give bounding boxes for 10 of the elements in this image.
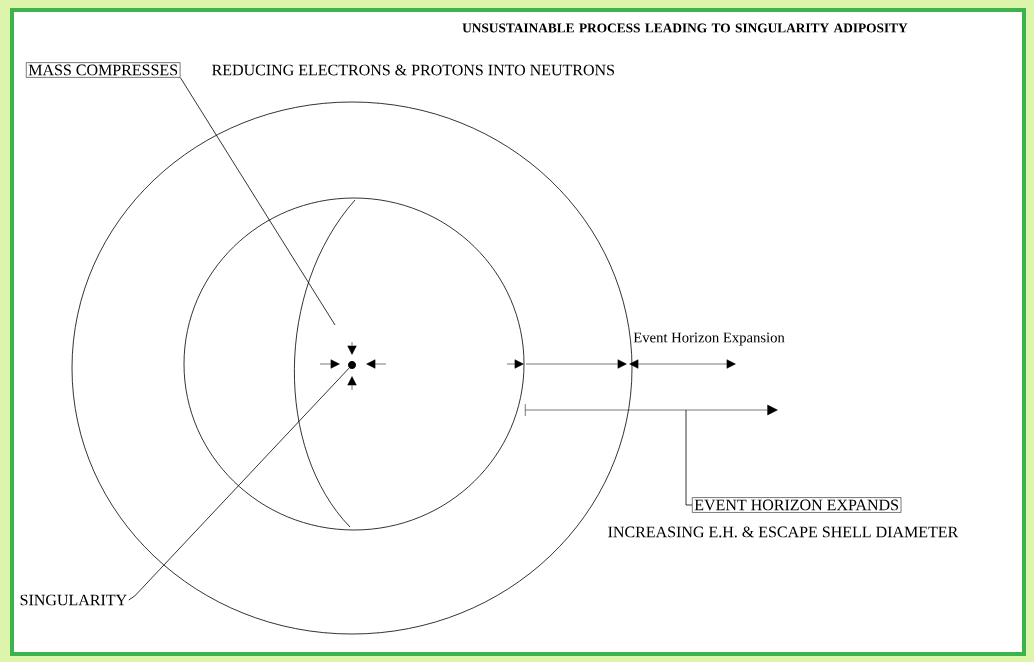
- callout-text: REDUCING ELECTRONS & PROTONS INTO NEUTRONS: [212, 64, 614, 76]
- callout-text: SINGULARITY: [20, 594, 127, 606]
- callout-box: MASS COMPRESSES: [26, 62, 181, 78]
- leader-line: [128, 367, 350, 601]
- diagram-label: Event Horizon Expansion: [633, 332, 785, 346]
- leader-line: [180, 77, 336, 326]
- title: UNSUSTAINABLE PROCESS LEADING TO SINGULARITY ADIPOSITY: [462, 23, 908, 33]
- callout-text: INCREASING E.H. & ESCAPE SHELL DIAMETER: [608, 526, 959, 538]
- callout-box: EVENT HORIZON EXPANDS: [692, 497, 902, 513]
- leader-line: [685, 409, 693, 506]
